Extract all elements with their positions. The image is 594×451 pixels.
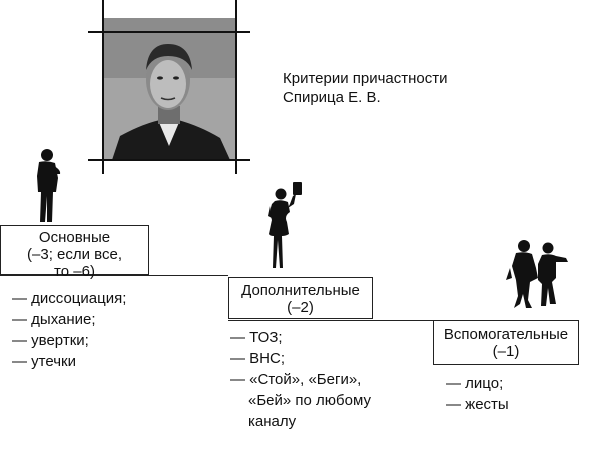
crop-mark xyxy=(235,0,237,174)
list-item: — ТОЗ; xyxy=(230,329,283,346)
person-photo-icon xyxy=(102,18,236,160)
standing-man-icon xyxy=(37,149,61,222)
title-line-1: Критерии причастности xyxy=(283,70,448,87)
level-list-main: — диссоциация; — дыхание; — увертки; — у… xyxy=(12,288,126,372)
dancing-couple-icon xyxy=(506,240,568,308)
box-line: то –6) xyxy=(54,263,95,280)
title-line-2: Спирица Е. В. xyxy=(283,89,381,106)
list-item: — увертки; xyxy=(12,332,89,349)
level-box-auxiliary: Вспомогательные (–1) xyxy=(433,320,579,365)
box-line: (–3; если все, xyxy=(27,246,122,263)
crop-mark xyxy=(102,0,104,174)
box-line: (–2) xyxy=(287,299,314,316)
list-item: — диссоциация; xyxy=(12,290,127,307)
level-list-additional: — ТОЗ; — ВНС; — «Стой», «Беги», «Бей» по… xyxy=(230,327,371,432)
step-line xyxy=(0,275,228,276)
list-item: — утечки xyxy=(12,353,76,370)
box-line: Дополнительные xyxy=(241,282,360,299)
level-box-additional: Дополнительные (–2) xyxy=(228,277,373,319)
list-item: — жесты xyxy=(446,396,509,413)
list-item: — «Стой», «Беги», xyxy=(230,371,362,388)
list-item: «Бей» по любому xyxy=(248,392,371,409)
box-line: Основные xyxy=(38,229,111,246)
portrait-photo xyxy=(102,18,236,160)
box-line: (–1) xyxy=(492,343,520,360)
level-box-main: Основные (–3; если все, то –6) xyxy=(0,225,149,280)
crop-mark xyxy=(88,159,250,161)
crop-mark xyxy=(88,31,250,33)
woman-with-tablet-icon xyxy=(268,182,302,268)
step-line xyxy=(228,320,433,321)
list-item: — лицо; xyxy=(446,375,504,392)
list-item: каналу xyxy=(248,413,297,430)
list-item: — ВНС; xyxy=(230,350,286,367)
level-list-auxiliary: — лицо; — жесты xyxy=(446,373,509,415)
list-item: — дыхание; xyxy=(12,311,96,328)
box-line: Вспомогательные xyxy=(443,326,569,343)
